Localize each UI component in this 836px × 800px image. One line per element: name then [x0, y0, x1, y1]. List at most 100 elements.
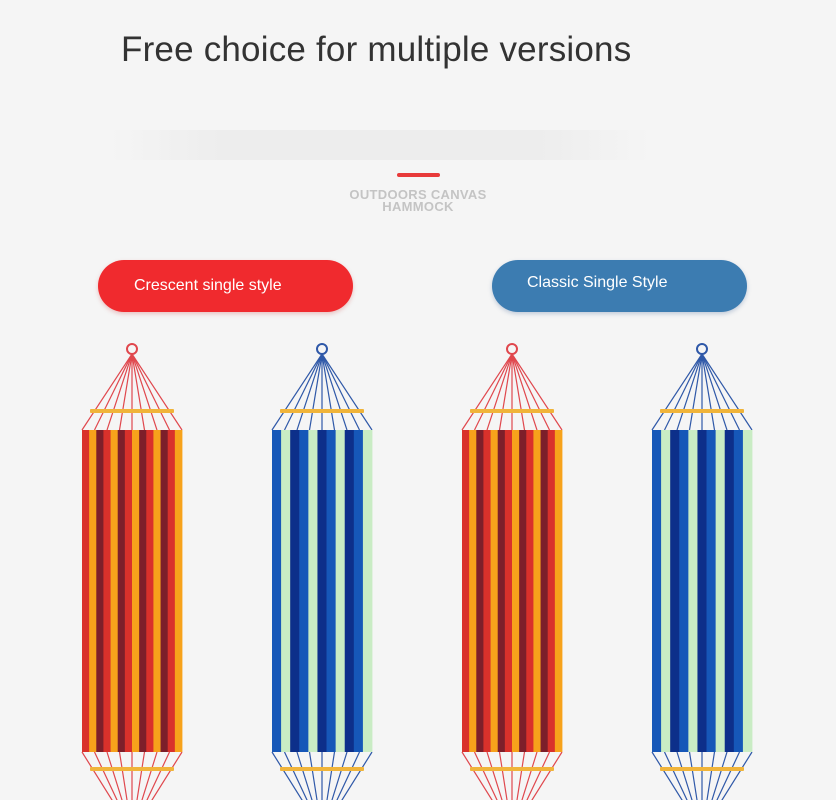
- suspension-rope: [701, 353, 716, 431]
- spreader-bar-top: [90, 409, 174, 413]
- suspension-rope: [308, 751, 318, 800]
- suspension-rope: [521, 751, 538, 800]
- hanging-ring-icon: [696, 343, 708, 355]
- suspension-rope: [511, 353, 563, 431]
- fabric-stripe: [117, 430, 126, 752]
- spreader-bar-bottom: [470, 767, 554, 771]
- spreader-bar-bottom: [280, 767, 364, 771]
- hanging-ring-icon: [316, 343, 328, 355]
- fabric-stripe: [110, 430, 119, 752]
- suspension-rope: [688, 751, 698, 800]
- suspension-rope: [516, 751, 526, 800]
- fabric-stripe: [540, 430, 549, 752]
- fabric-stripe: [526, 430, 534, 752]
- spreader-bar-bottom: [660, 767, 744, 771]
- fabric-stripe: [547, 430, 556, 752]
- fabric-stripe: [281, 430, 291, 752]
- fabric-stripe: [290, 430, 300, 752]
- suspension-rope: [676, 353, 703, 431]
- fabric-stripe: [533, 430, 541, 752]
- product-subtitle: OUTDOORS CANVAS HAMMOCK: [318, 188, 518, 213]
- suspension-rope: [321, 353, 348, 431]
- suspension-rope: [473, 751, 498, 800]
- fabric-stripe: [160, 430, 169, 752]
- suspension-rope: [651, 751, 683, 800]
- red-striped-hammock-1: [81, 343, 183, 800]
- suspension-rope: [321, 353, 336, 431]
- fabric-stripe: [82, 430, 90, 752]
- fabric-stripe: [362, 430, 373, 752]
- red-striped-hammock-2: [461, 343, 563, 800]
- accent-divider: [397, 173, 440, 177]
- blue-striped-hammock-1: [271, 343, 373, 800]
- suspension-rope: [651, 353, 703, 431]
- suspension-rope: [461, 751, 493, 800]
- suspension-rope: [341, 751, 373, 800]
- suspension-rope: [486, 353, 513, 431]
- suspension-rope: [321, 353, 361, 431]
- suspension-rope: [271, 751, 303, 800]
- faint-background-text: [110, 130, 650, 160]
- suspension-rope: [336, 751, 361, 800]
- suspension-rope: [326, 751, 336, 800]
- crescent-style-button[interactable]: Crescent single style: [98, 260, 353, 312]
- fabric-stripe: [652, 430, 662, 752]
- suspension-rope: [118, 751, 128, 800]
- suspension-rope: [706, 751, 716, 800]
- fabric-stripe: [512, 430, 520, 752]
- fabric-stripe: [679, 430, 689, 752]
- suspension-rope: [498, 353, 513, 431]
- suspension-rope: [321, 353, 373, 431]
- suspension-rope: [716, 751, 741, 800]
- fabric-stripe: [308, 430, 318, 752]
- suspension-rope: [473, 353, 513, 431]
- blue-striped-hammock-2: [651, 343, 753, 800]
- fabric-stripe: [706, 430, 717, 752]
- hanging-ring-icon: [506, 343, 518, 355]
- fabric-stripe: [724, 430, 735, 752]
- fabric-stripe: [519, 430, 527, 752]
- suspension-rope: [701, 353, 741, 431]
- suspension-rope: [131, 353, 146, 431]
- suspension-rope: [136, 751, 146, 800]
- suspension-rope: [106, 751, 123, 800]
- fabric-stripe: [504, 430, 513, 752]
- fabric-stripe: [299, 430, 309, 752]
- fabric-stripe: [344, 430, 355, 752]
- suspension-rope: [663, 353, 703, 431]
- suspension-rope: [81, 353, 133, 431]
- suspension-rope: [296, 353, 323, 431]
- suspension-rope: [283, 353, 323, 431]
- suspension-rope: [271, 353, 323, 431]
- fabric-stripe: [353, 430, 364, 752]
- fabric-stripe: [326, 430, 337, 752]
- suspension-rope: [131, 353, 158, 431]
- suspension-rope: [131, 353, 171, 431]
- suspension-rope: [486, 751, 503, 800]
- suspension-rope: [141, 751, 158, 800]
- suspension-rope: [151, 751, 183, 800]
- fabric-stripe: [335, 430, 346, 752]
- suspension-rope: [721, 751, 753, 800]
- fabric-stripe: [167, 430, 176, 752]
- classic-style-button[interactable]: Classic Single Style: [492, 260, 747, 312]
- suspension-rope: [498, 751, 508, 800]
- fabric-stripe: [497, 430, 506, 752]
- fabric-stripe: [469, 430, 477, 752]
- suspension-rope: [308, 353, 323, 431]
- fabric-stripe: [317, 430, 327, 752]
- suspension-rope: [331, 751, 348, 800]
- spreader-bar-top: [280, 409, 364, 413]
- hanging-ring-icon: [126, 343, 138, 355]
- fabric-stripe: [89, 430, 97, 752]
- fabric-stripe: [670, 430, 680, 752]
- fabric-stripe: [483, 430, 491, 752]
- suspension-rope: [711, 751, 728, 800]
- fabric-stripe: [742, 430, 753, 752]
- fabric-stripe: [103, 430, 111, 752]
- suspension-rope: [701, 353, 728, 431]
- fabric-stripe: [462, 430, 470, 752]
- suspension-rope: [106, 353, 133, 431]
- spreader-bar-top: [470, 409, 554, 413]
